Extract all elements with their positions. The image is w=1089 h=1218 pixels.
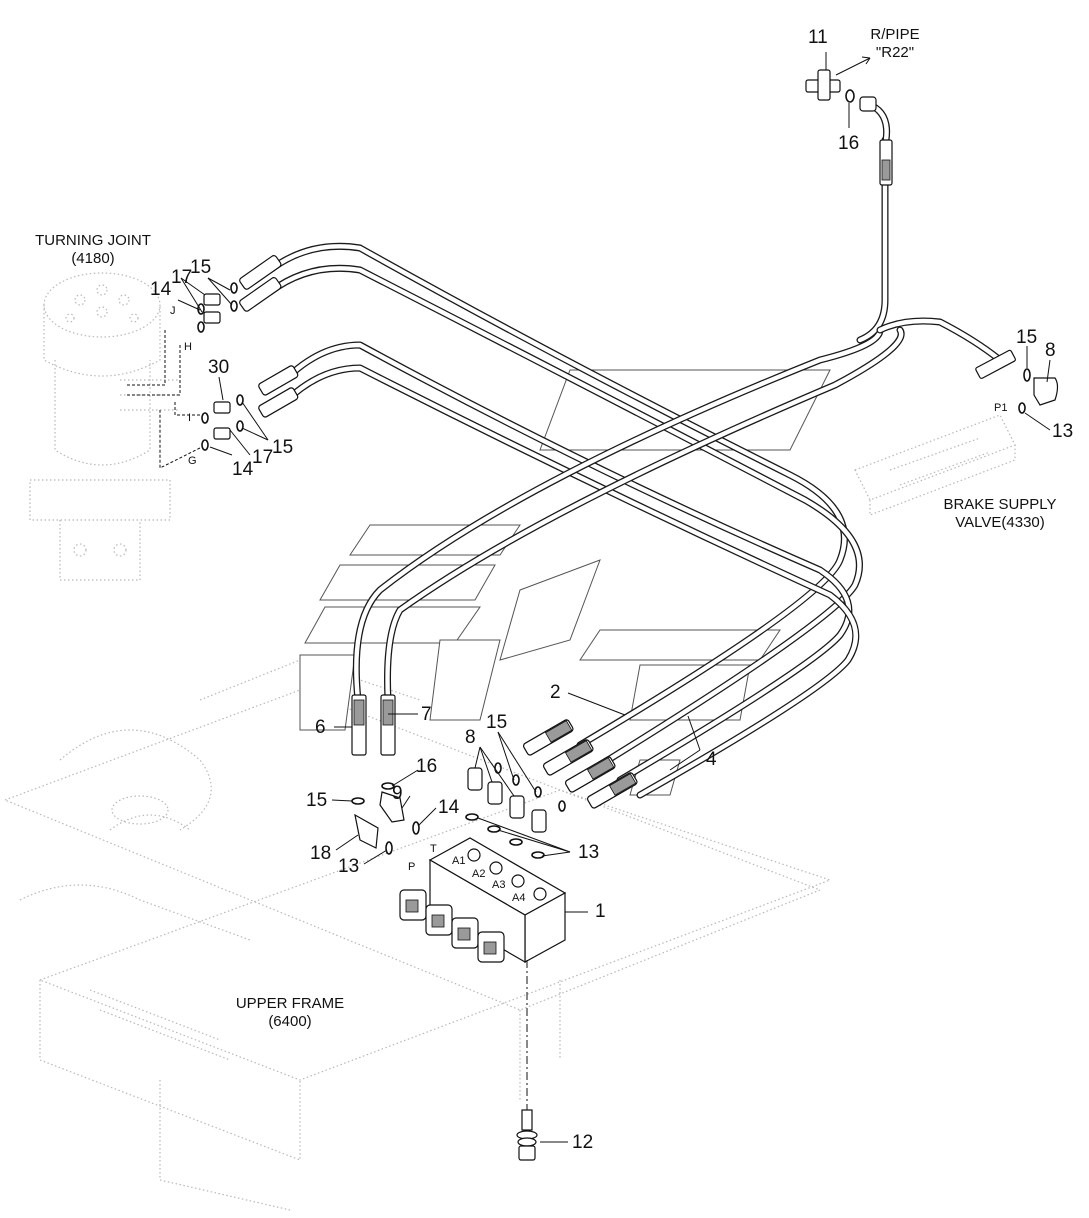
solenoid-valve-block	[399, 837, 567, 964]
callout-8-right: 8	[1045, 340, 1056, 361]
callout-13-mid: 13	[578, 842, 600, 863]
callout-8-mid: 8	[465, 727, 476, 748]
callout-15-right: 15	[1016, 327, 1038, 348]
port-a2: A2	[472, 868, 486, 880]
callout-18: 18	[310, 843, 332, 864]
callout-6: 6	[315, 717, 326, 738]
fittings-turning-joint	[197, 282, 244, 451]
right-elbow	[1018, 368, 1059, 414]
r-pipe-code: "R22"	[875, 44, 915, 61]
callout-4: 4	[706, 749, 717, 770]
turning-joint-caption: TURNING JOINT (4180)	[18, 232, 168, 268]
turning-joint-title: TURNING JOINT	[35, 232, 151, 249]
callout-13-low: 13	[338, 856, 360, 877]
upper-frame-caption: UPPER FRAME (6400)	[230, 995, 350, 1031]
brake-supply-code: VALVE(4330)	[955, 514, 1045, 531]
callout-17-tl: 17	[171, 267, 193, 288]
port-a3: A3	[492, 879, 506, 891]
brake-supply-valve-ghost	[854, 414, 1016, 516]
callout-30: 30	[208, 357, 230, 378]
turning-joint-ghost	[29, 272, 180, 581]
port-h: H	[184, 341, 192, 353]
port-i: I	[188, 412, 192, 424]
callout-15-tl: 15	[190, 257, 212, 278]
turning-joint-leaders	[125, 330, 201, 469]
callout-2: 2	[550, 682, 561, 703]
port-p: P	[408, 861, 416, 873]
port-a4: A4	[512, 892, 526, 904]
port-p1: P1	[994, 402, 1008, 414]
callout-7: 7	[421, 704, 432, 725]
upper-frame-ghost	[3, 659, 832, 1211]
callout-11: 11	[808, 27, 828, 48]
callout-9: 9	[392, 783, 403, 804]
callout-13-right: 13	[1052, 421, 1074, 442]
port-t: T	[430, 843, 437, 855]
callout-17-ml: 17	[252, 447, 274, 468]
brake-supply-caption: BRAKE SUPPLY VALVE(4330)	[935, 496, 1065, 532]
upper-frame-title: UPPER FRAME	[235, 995, 345, 1012]
hose-ferrules	[239, 139, 1016, 809]
callout-14-tl: 14	[150, 279, 172, 300]
callout-15-ml: 15	[272, 437, 294, 458]
upper-frame-code: (6400)	[268, 1013, 312, 1030]
callout-14-ml: 14	[232, 459, 254, 480]
callout-15-mid: 15	[486, 712, 508, 733]
callout-12: 12	[572, 1132, 594, 1153]
mounting-bolt	[516, 960, 538, 1161]
callout-14-low: 14	[438, 797, 460, 818]
turning-joint-code: (4180)	[71, 250, 115, 267]
brake-supply-title: BRAKE SUPPLY	[943, 496, 1057, 513]
leader-lines	[177, 52, 1051, 1143]
callout-16-top: 16	[838, 133, 860, 154]
hose-group	[266, 100, 1004, 799]
port-j: J	[170, 305, 176, 317]
tee-fitting	[805, 69, 877, 112]
r-pipe-title: R/PIPE	[870, 26, 920, 43]
r-pipe-caption: R/PIPE "R22"	[855, 26, 935, 62]
port-a1: A1	[452, 855, 466, 867]
port-g: G	[188, 455, 197, 467]
callout-15-low: 15	[306, 790, 328, 811]
callout-16-mid: 16	[416, 756, 438, 777]
callout-1: 1	[595, 901, 606, 922]
